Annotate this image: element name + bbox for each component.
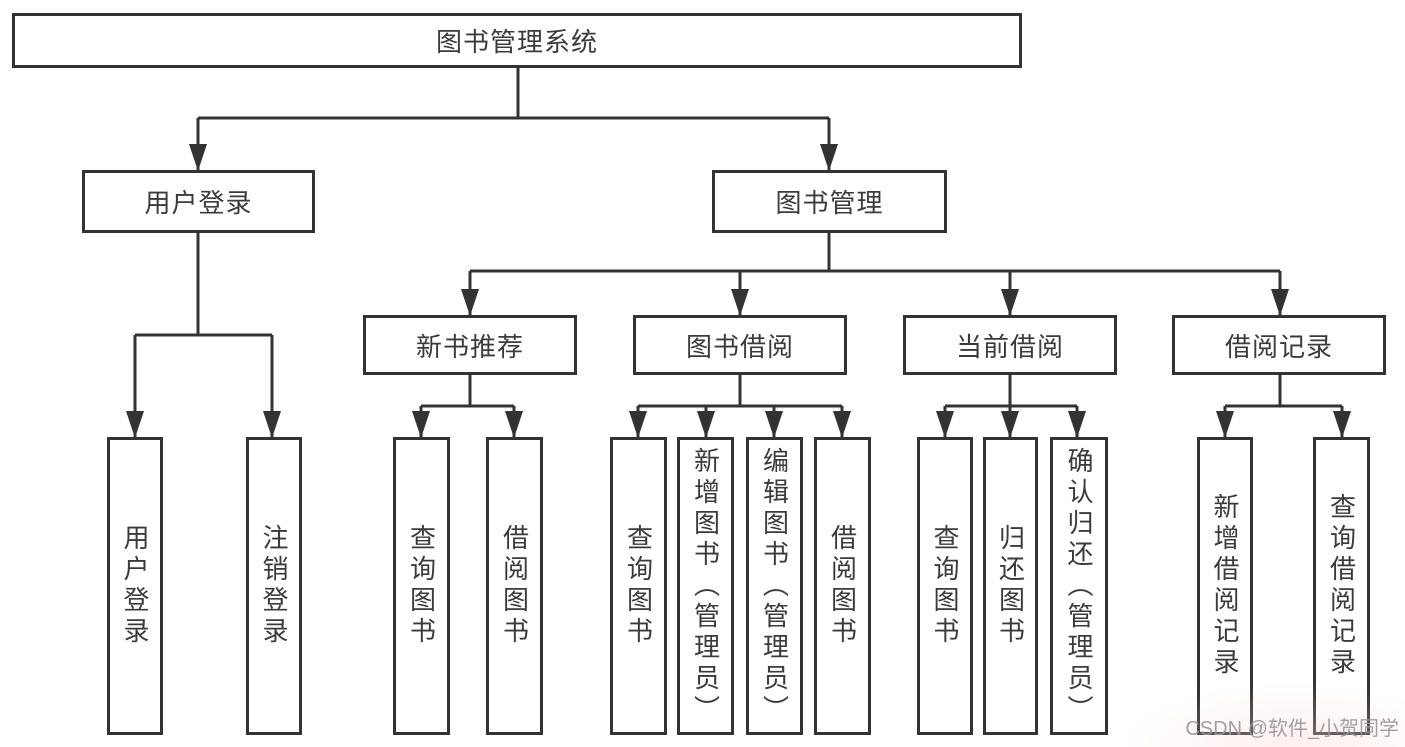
leaf-label: 归还图书 (995, 524, 1026, 648)
node-label: 新书推荐 (415, 331, 524, 362)
leaf-label: 新增图书（管理员） (690, 446, 721, 726)
node-new-book-recommend: 新书推荐 (363, 315, 577, 375)
node-label: 图书管理系统 (435, 27, 598, 57)
node-library-system: 图书管理系统 (12, 13, 1022, 68)
node-label: 当前借阅 (955, 331, 1064, 362)
leaf-confirm-return-admin: 确认归还（管理员） (1050, 437, 1108, 735)
leaf-user-login: 用户登录 (107, 437, 163, 735)
leaf-query-borrow-record: 查询借阅记录 (1313, 437, 1370, 735)
leaf-borrow-books: 借阅图书 (486, 437, 543, 735)
node-borrowing-records: 借阅记录 (1172, 315, 1386, 375)
leaf-label: 借阅图书 (499, 524, 530, 648)
leaf-query-books: 查询图书 (393, 437, 450, 735)
leaf-label: 用户登录 (120, 524, 151, 648)
watermark: CSDN @软件_小贺同学 (1185, 718, 1399, 740)
leaf-borrow-books-2: 借阅图书 (814, 437, 871, 735)
leaf-query-books-3: 查询图书 (917, 437, 973, 735)
node-label: 用户登录 (144, 188, 253, 218)
node-label: 图书借阅 (685, 331, 794, 362)
leaf-label: 查询图书 (406, 524, 437, 648)
leaf-edit-books-admin: 编辑图书（管理员） (746, 437, 803, 735)
node-user-login: 用户登录 (82, 170, 315, 233)
node-label: 图书管理 (775, 188, 884, 218)
node-current-borrowing: 当前借阅 (903, 315, 1117, 375)
node-book-management: 图书管理 (712, 170, 947, 233)
leaf-label: 编辑图书（管理员） (759, 446, 790, 726)
leaf-logout: 注销登录 (246, 437, 302, 735)
leaf-add-borrow-record: 新增借阅记录 (1197, 437, 1253, 735)
leaf-label: 新增借阅记录 (1210, 493, 1241, 679)
node-label: 借阅记录 (1224, 331, 1333, 362)
node-book-borrowing: 图书借阅 (633, 315, 847, 375)
leaf-label: 查询图书 (930, 524, 961, 648)
leaf-add-books-admin: 新增图书（管理员） (677, 437, 734, 735)
leaf-return-books: 归还图书 (983, 437, 1038, 735)
leaf-label: 注销登录 (259, 524, 290, 648)
leaf-label: 查询图书 (623, 524, 654, 648)
leaf-query-books-2: 查询图书 (610, 437, 667, 735)
leaf-label: 确认归还（管理员） (1064, 446, 1095, 726)
leaf-label: 查询借阅记录 (1326, 493, 1357, 679)
leaf-label: 借阅图书 (827, 524, 858, 648)
